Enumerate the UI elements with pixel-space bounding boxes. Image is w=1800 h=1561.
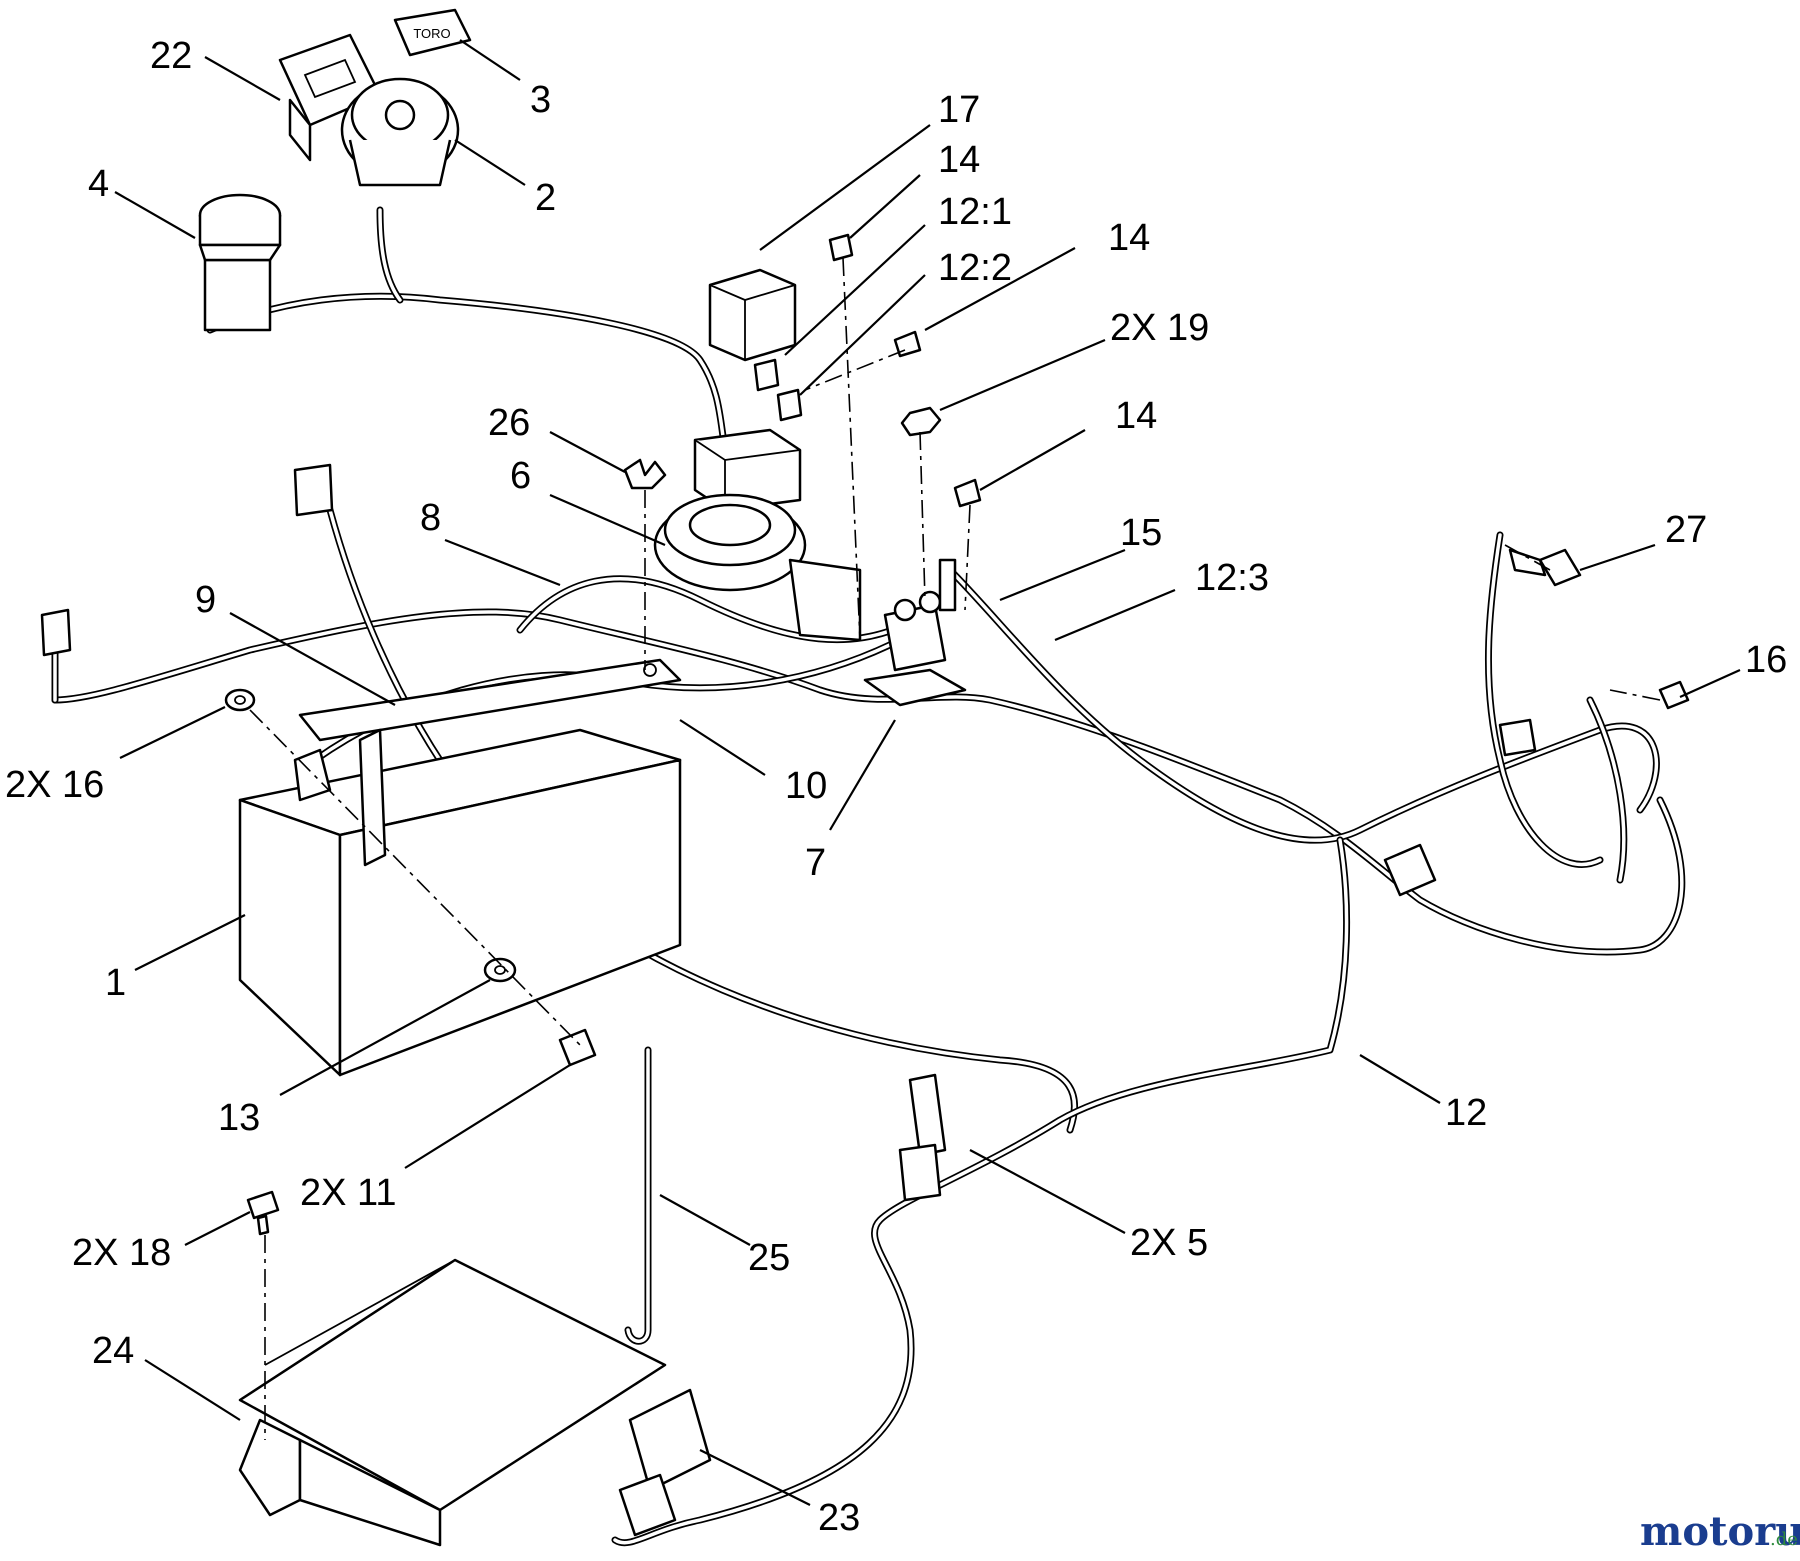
callout-14-top: 14 [938,139,980,181]
key-fob-marking: TORO [413,26,450,41]
callout-22: 22 [150,35,192,77]
watermark-suffix: .de [1770,1529,1798,1550]
interlock-switch-icon [898,1073,947,1202]
round-cover-icon [653,493,862,642]
flange-bolt-icon [1658,680,1690,710]
callout-1: 1 [105,962,126,1004]
washer-icon [224,688,517,983]
callout-10: 10 [785,765,827,807]
callout-14-low: 14 [1115,395,1157,437]
callout-labels: 22 3 4 2 17 14 12:1 12:2 14 2X 19 26 14 … [5,35,1787,1539]
motoruf-watermark-logo: motoruf .de [1640,1508,1800,1555]
callout-9: 9 [195,579,216,621]
callout-4: 4 [88,163,109,205]
connector-icon [40,463,1537,897]
hold-down-bar-icon [298,658,682,742]
wing-nut-icon [623,458,667,490]
callout-17: 17 [938,89,980,131]
bolt-icon [828,233,982,508]
leader-lines [114,39,1741,1506]
battery-tray-icon [238,1258,667,1547]
callout-25: 25 [748,1237,790,1279]
solenoid-icon [863,558,967,707]
callout-15: 15 [1120,512,1162,554]
callout-3: 3 [530,79,551,121]
callout-2x-16: 2X 16 [5,764,104,806]
callout-2x-11: 2X 11 [300,1172,396,1214]
fuse-icon [753,358,803,422]
ground-bolt-icon [1508,548,1582,587]
callout-12-1: 12:1 [938,191,1012,233]
callout-27: 27 [1665,509,1707,551]
callout-24: 24 [92,1330,134,1372]
callout-12-3: 12:3 [1195,557,1269,599]
tray-bolt-icon [246,1190,280,1236]
callout-16: 16 [1745,639,1787,681]
callout-12: 12 [1445,1092,1487,1134]
nut-icon [900,406,942,437]
callout-2x-19: 2X 19 [1110,307,1209,349]
callout-2: 2 [535,177,556,219]
callout-6: 6 [510,455,531,497]
watermark-brand: motoruf [1640,1508,1800,1555]
ignition-switch-icon [340,77,460,187]
callout-7: 7 [805,842,826,884]
battery-icon [238,728,682,1077]
key-icon: TORO [393,8,472,57]
hold-down-rod-icon [624,1046,652,1345]
pto-switch-icon [198,193,282,332]
relay-icon [708,268,797,362]
callout-12-2: 12:2 [938,247,1012,289]
callout-14-mid: 14 [1108,217,1150,259]
callout-8: 8 [420,497,441,539]
battery-bolt-icon [558,1028,597,1067]
assembly-centerlines [249,257,1661,1440]
callout-26: 26 [488,402,530,444]
callout-2x-5: 2X 5 [1130,1222,1208,1264]
callout-13: 13 [218,1097,260,1139]
callout-2x-18: 2X 18 [72,1232,171,1274]
seat-switch-icon [618,1388,712,1537]
fuse-block-icon [693,428,802,512]
callout-23: 23 [818,1497,860,1539]
